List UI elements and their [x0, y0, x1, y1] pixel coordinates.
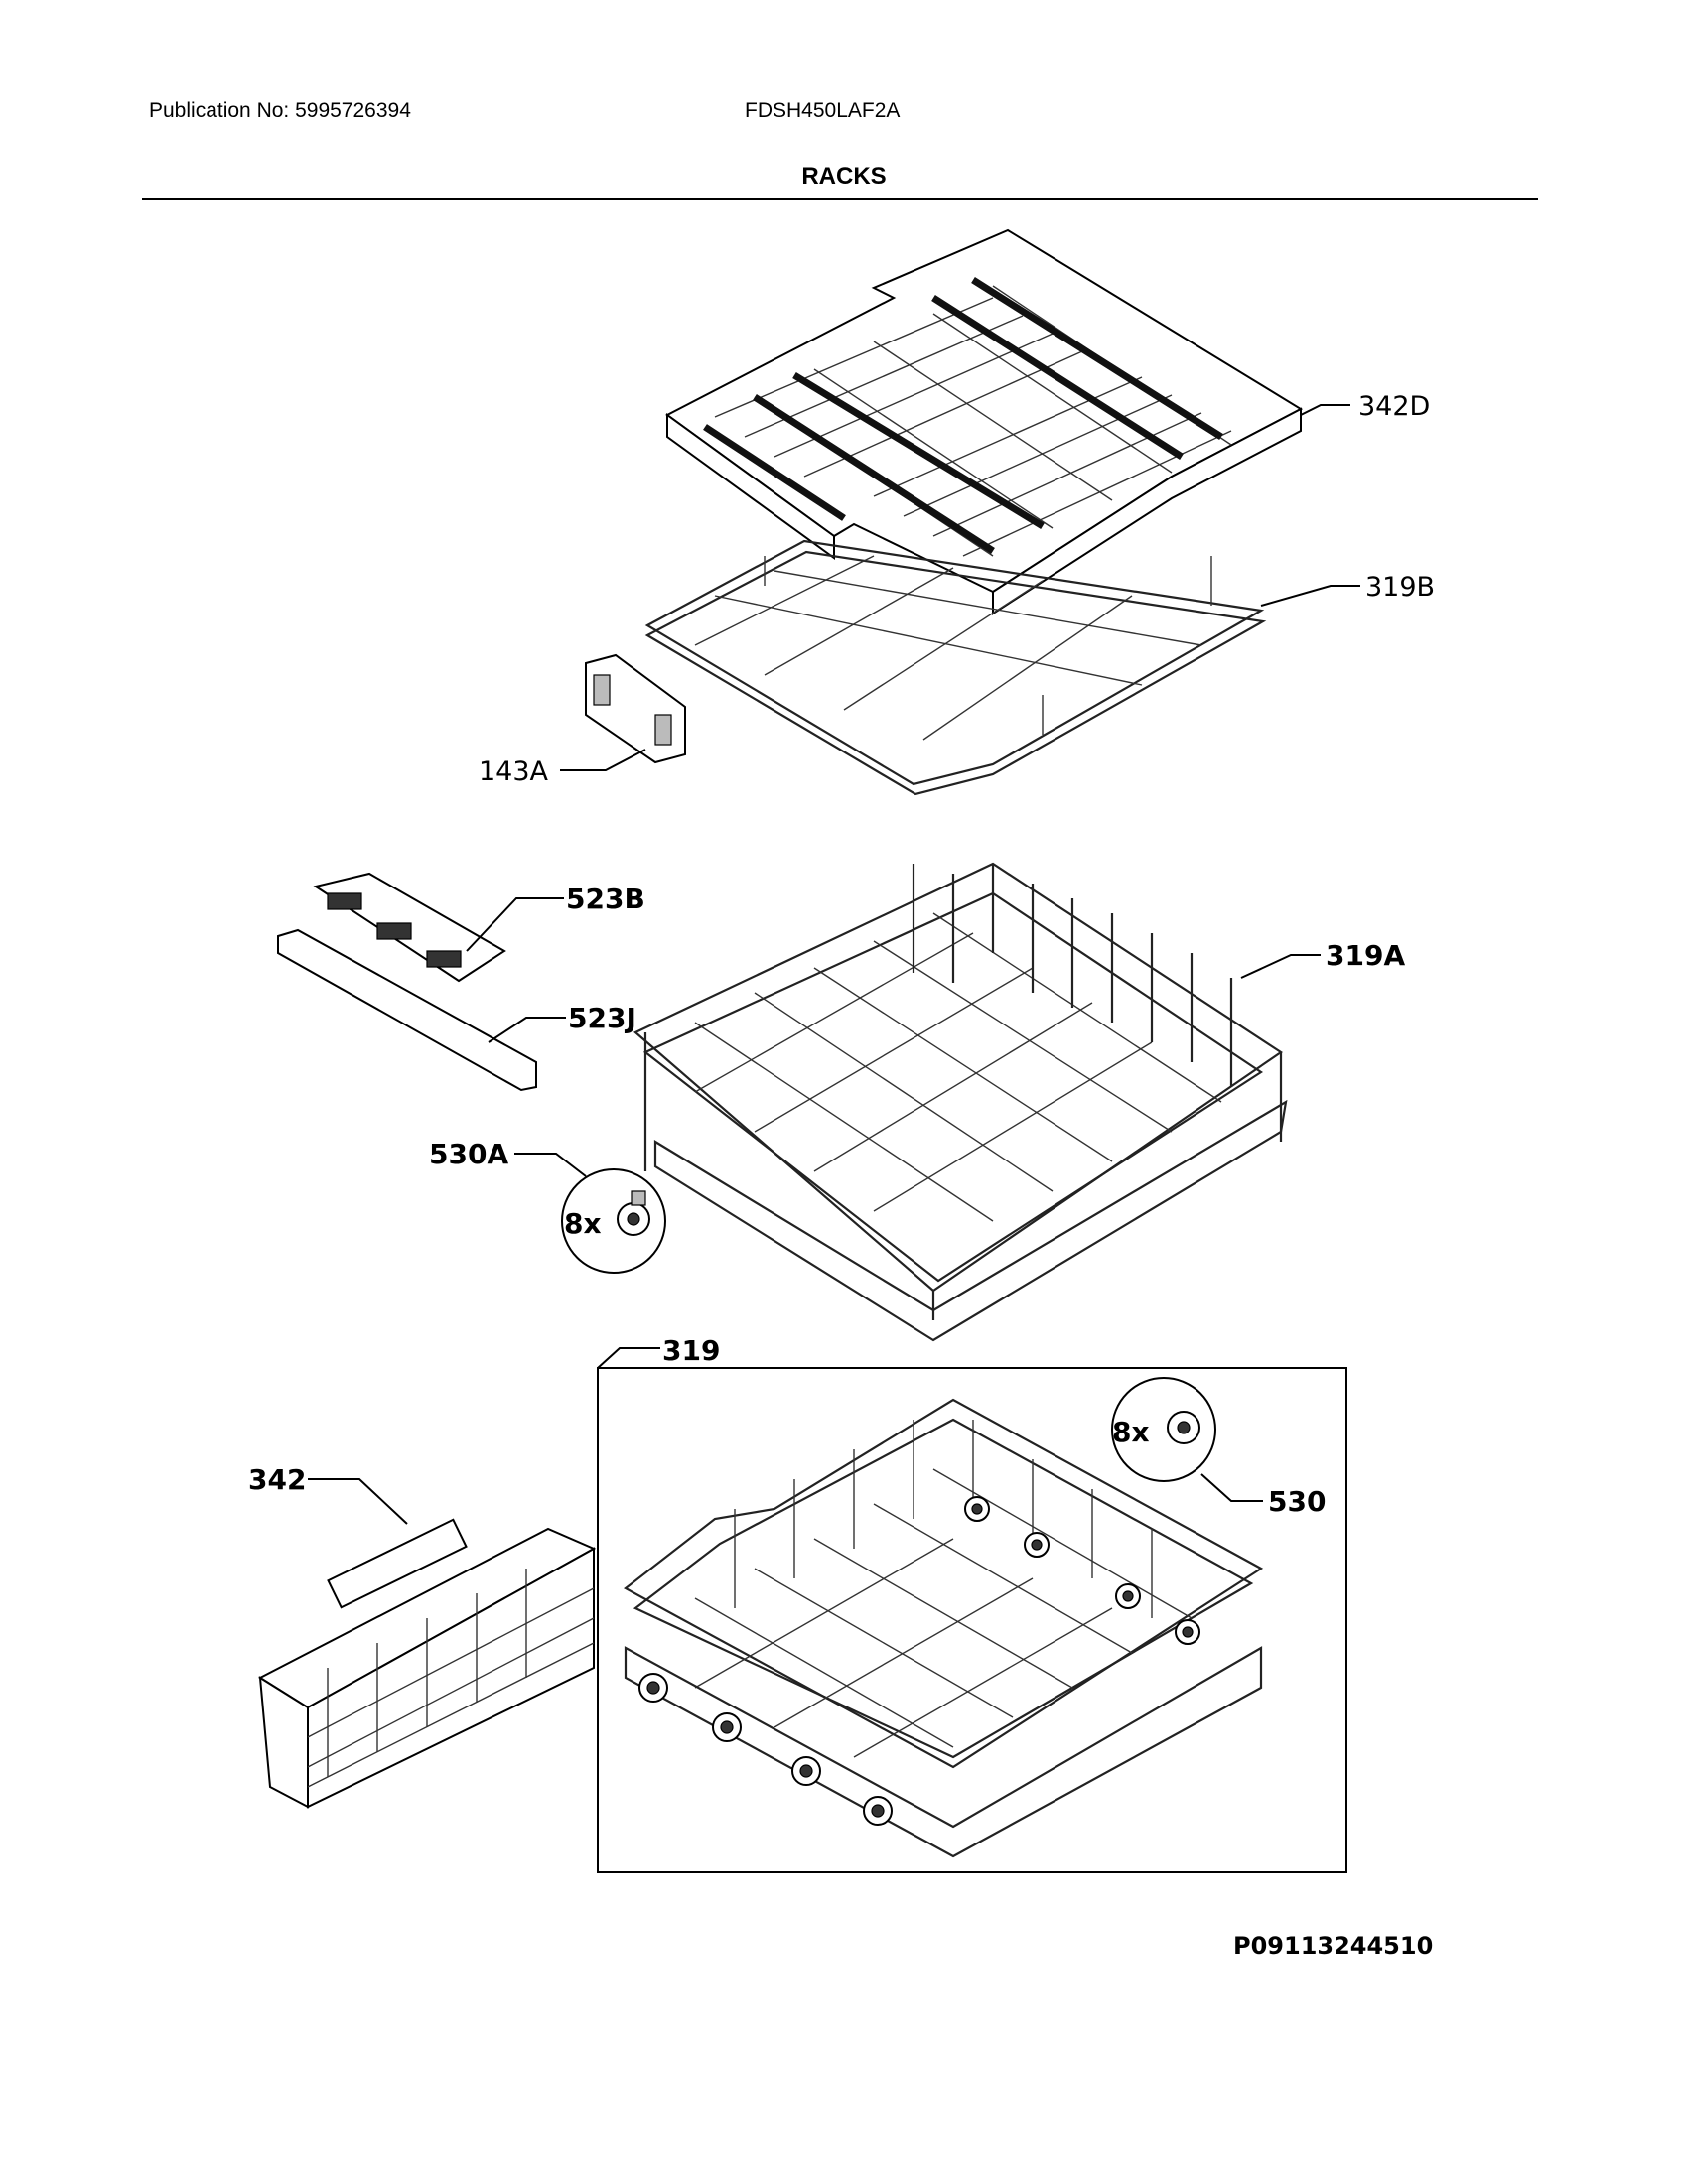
part-319A-upper-rack[interactable]	[633, 862, 1288, 1342]
part-530-rack-wheel[interactable]: 8x	[1111, 1377, 1216, 1482]
part-523J-shelf-support[interactable]	[277, 928, 537, 1092]
callout-342: 342	[248, 1463, 408, 1525]
callout-523B: 523B	[466, 883, 645, 952]
model-number: FDSH450LAF2A	[745, 99, 901, 122]
callout-319B: 319B	[1260, 572, 1435, 607]
callout-143A: 143A	[479, 749, 646, 787]
svg-text:342: 342	[248, 1463, 306, 1496]
svg-text:530: 530	[1268, 1485, 1326, 1518]
callout-530: 530	[1200, 1473, 1326, 1518]
svg-text:319A: 319A	[1326, 939, 1405, 972]
svg-text:523J: 523J	[568, 1002, 636, 1034]
part-530A-rack-wheel[interactable]: 8x	[561, 1168, 666, 1274]
part-143A-rack-adjuster[interactable]	[585, 653, 686, 764]
part-342-silverware-basket[interactable]	[257, 1518, 597, 1809]
publication-number: Publication No: 5995726394	[149, 99, 411, 122]
callout-342D: 342D	[1300, 391, 1430, 422]
part-319B-upper-rack-frame[interactable]	[644, 539, 1267, 796]
svg-text:319B: 319B	[1365, 572, 1435, 603]
part-319-lower-rack[interactable]	[623, 1398, 1264, 1858]
drawing-id: P09113244510	[1233, 1932, 1433, 1960]
part-523B-cup-shelf[interactable]	[313, 872, 506, 983]
svg-text:8x: 8x	[564, 1207, 602, 1240]
page-title: RACKS	[801, 163, 887, 190]
callout-319: 319	[597, 1334, 720, 1369]
svg-text:143A: 143A	[479, 756, 549, 787]
callout-530A: 530A	[429, 1138, 587, 1177]
svg-text:342D: 342D	[1358, 391, 1430, 422]
header-divider	[142, 198, 1538, 200]
svg-text:523B: 523B	[566, 883, 645, 915]
lower-rack-inset-box	[597, 1367, 1347, 1873]
svg-text:319: 319	[662, 1334, 720, 1367]
part-342D-third-level-tray[interactable]	[665, 228, 1304, 615]
svg-text:8x: 8x	[1112, 1416, 1150, 1448]
svg-text:530A: 530A	[429, 1138, 508, 1170]
callout-319A: 319A	[1240, 939, 1405, 979]
callout-523J: 523J	[488, 1002, 636, 1043]
